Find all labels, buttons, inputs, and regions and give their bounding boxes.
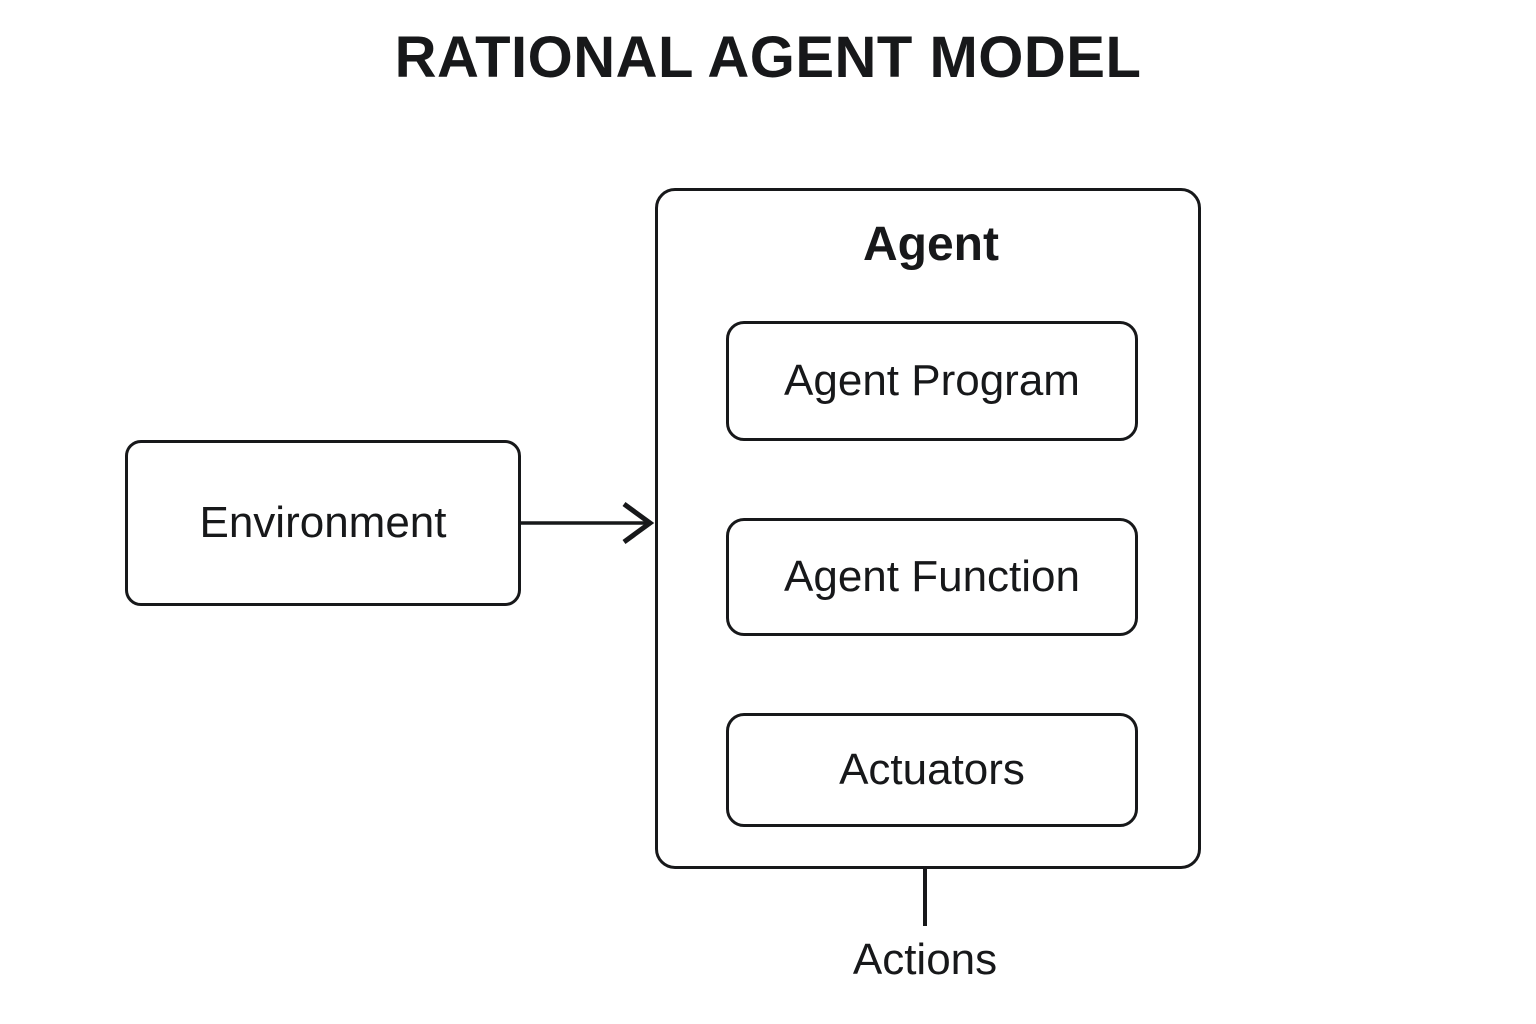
- node-actuators-label: Actuators: [839, 745, 1025, 794]
- node-agent-program-label: Agent Program: [784, 356, 1080, 405]
- node-agent-label: Agent: [863, 218, 999, 271]
- page-title: RATIONAL AGENT MODEL: [394, 25, 1142, 90]
- node-agent-program[interactable]: Agent Program: [726, 321, 1138, 441]
- node-environment-label: Environment: [199, 498, 447, 547]
- node-actuators[interactable]: Actuators: [726, 713, 1138, 827]
- node-agent[interactable]: Agent Agent Program Agent Function Actua…: [655, 188, 1201, 869]
- node-agent-function[interactable]: Agent Function: [726, 518, 1138, 636]
- node-environment[interactable]: Environment: [125, 440, 521, 606]
- node-agent-function-label: Agent Function: [784, 552, 1080, 601]
- edge-label-actions: Actions: [852, 935, 998, 984]
- edge-environment-to-agent: [521, 501, 655, 545]
